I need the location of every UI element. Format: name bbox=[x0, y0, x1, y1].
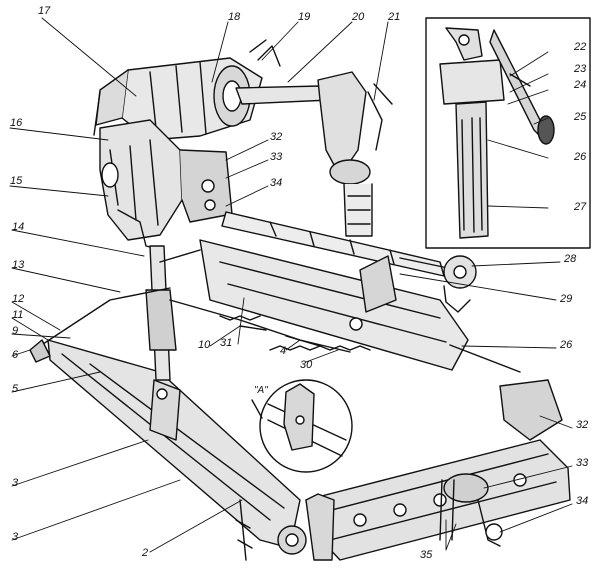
left-lower-link bbox=[47, 339, 307, 561]
callout-30: 33 bbox=[270, 151, 283, 163]
callout-15: 19 bbox=[298, 11, 311, 23]
callout-20: 24 bbox=[574, 79, 587, 91]
callout-14: 18 bbox=[228, 11, 241, 23]
callout-4: 5 bbox=[12, 383, 19, 395]
callout-1: 2 bbox=[142, 547, 149, 559]
lift-rods bbox=[29, 245, 351, 441]
callout-28: 31 bbox=[220, 337, 233, 349]
callout-9: 13 bbox=[12, 259, 25, 271]
callout-13: 17 bbox=[38, 5, 51, 17]
callout-18: 22 bbox=[574, 41, 587, 53]
right-lower-link bbox=[199, 239, 521, 373]
callout-10: 14 bbox=[12, 221, 25, 233]
inset-hydraulic-detail bbox=[425, 17, 591, 249]
callout-19: 23 bbox=[574, 63, 587, 75]
leader-lines bbox=[9, 17, 573, 553]
callout-27: 30 bbox=[300, 359, 313, 371]
callout-22: 26 bbox=[574, 151, 587, 163]
callout-34: 34 bbox=[576, 495, 589, 507]
callout-16: 20 bbox=[352, 11, 365, 23]
upper-shaft-assembly bbox=[93, 57, 263, 251]
callout-25: 29 bbox=[560, 293, 573, 305]
callout-3-mid: 4 bbox=[280, 345, 287, 357]
callout-8: 12 bbox=[12, 293, 25, 305]
callout-2: 3 bbox=[12, 531, 19, 543]
lift-shaft-and-arm bbox=[235, 39, 393, 237]
callout-26: 26 bbox=[560, 339, 573, 351]
drawbar bbox=[305, 379, 571, 561]
callout-23: 27 bbox=[574, 201, 587, 213]
callout-5: 6 bbox=[12, 349, 19, 361]
callout-31: 34 bbox=[270, 177, 283, 189]
callout-6-mid: 10 bbox=[198, 339, 211, 351]
callout-24: 28 bbox=[564, 253, 577, 265]
callout-7: 11 bbox=[12, 309, 24, 321]
callout-3-left: 3 bbox=[12, 477, 19, 489]
callout-29: 32 bbox=[270, 131, 283, 143]
callout-6-left: 9 bbox=[12, 325, 19, 337]
callout-35: 35 bbox=[420, 549, 433, 561]
check-chain bbox=[219, 315, 371, 351]
callout-17: 21 bbox=[388, 11, 401, 23]
callout-32: 32 bbox=[576, 419, 589, 431]
detail-view-A bbox=[251, 379, 353, 473]
callout-11: 15 bbox=[10, 175, 23, 187]
callout-21: 25 bbox=[574, 111, 587, 123]
callout-12: 16 bbox=[10, 117, 23, 129]
callout-33: 33 bbox=[576, 457, 589, 469]
detail-view-label: "A" bbox=[254, 385, 268, 396]
